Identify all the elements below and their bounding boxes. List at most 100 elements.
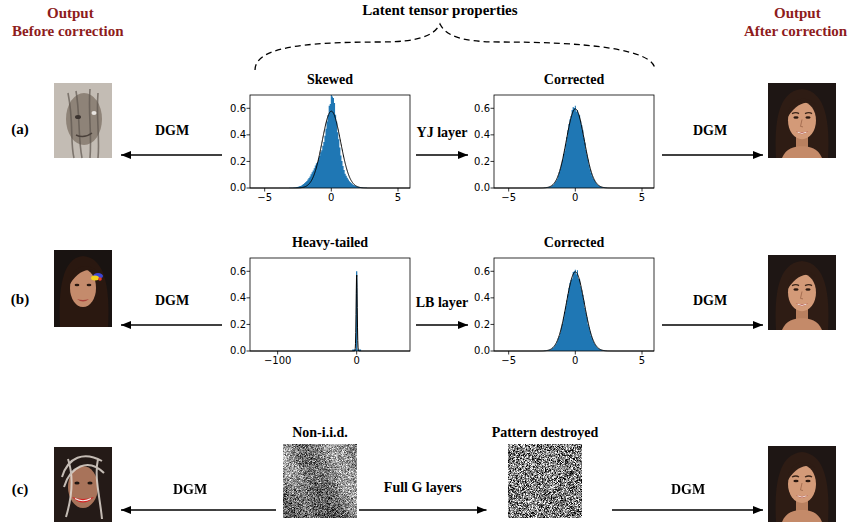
illustration-part bbox=[87, 482, 92, 485]
illustration-part bbox=[54, 83, 112, 158]
row-label: (a) bbox=[11, 121, 29, 138]
axis-tick-label: −5 bbox=[257, 192, 272, 204]
plot-panel: Pattern destroyed bbox=[489, 425, 602, 518]
plot-panel: Skewed bbox=[226, 72, 414, 207]
density-curve bbox=[494, 272, 654, 351]
axis-tick-label: −5 bbox=[501, 355, 516, 367]
histogram-bars bbox=[250, 271, 410, 351]
histogram-plot bbox=[250, 95, 410, 188]
panel-title: Non-i.i.d. bbox=[283, 425, 357, 441]
arrow-label: Full G layers bbox=[382, 480, 464, 496]
axis-tick-label: 0.2 bbox=[474, 156, 490, 168]
illustration-part bbox=[92, 111, 97, 115]
axes-frame bbox=[250, 258, 410, 351]
tick-mark bbox=[575, 188, 576, 192]
column-heading: Output After correction bbox=[744, 4, 850, 40]
dgm-arrow bbox=[121, 324, 222, 326]
tick-mark bbox=[491, 297, 495, 298]
axis-tick-label: 0.4 bbox=[230, 292, 246, 304]
histogram-bars bbox=[494, 106, 654, 188]
illustration-part bbox=[62, 456, 104, 519]
panel-title: Corrected bbox=[494, 235, 654, 251]
panel-title: Heavy-tailed bbox=[250, 235, 410, 251]
iid-noise-image bbox=[508, 444, 582, 518]
illustration-part bbox=[54, 447, 112, 522]
tick-mark bbox=[491, 351, 495, 352]
tick-mark bbox=[491, 134, 495, 135]
tick-mark bbox=[277, 351, 278, 355]
arrow-label: DGM bbox=[671, 482, 705, 498]
dgm-arrow bbox=[662, 154, 763, 156]
tick-mark bbox=[642, 188, 643, 192]
column-heading: Output Before correction bbox=[12, 4, 128, 40]
panel-title: Skewed bbox=[250, 72, 410, 88]
illustration-part bbox=[54, 250, 112, 327]
illustration-part bbox=[75, 115, 81, 119]
histogram-bars bbox=[250, 95, 410, 188]
dashed-brace bbox=[255, 24, 655, 70]
axis-tick-label: 0.6 bbox=[230, 103, 246, 115]
dgm-arrow bbox=[612, 509, 763, 511]
tick-mark bbox=[247, 324, 251, 325]
histogram-plot bbox=[494, 258, 654, 351]
tick-mark bbox=[491, 161, 495, 162]
axis-tick-label: 0.4 bbox=[474, 129, 490, 141]
axis-tick-label: 0 bbox=[572, 355, 578, 367]
tick-mark bbox=[247, 297, 251, 298]
face-corrected-output bbox=[768, 446, 836, 522]
tick-mark bbox=[398, 188, 399, 192]
axis-tick-label: 5 bbox=[639, 192, 645, 204]
axis-tick-label: 0.0 bbox=[230, 345, 246, 357]
tick-mark bbox=[331, 188, 332, 192]
density-curve bbox=[250, 275, 410, 351]
axis-tick-label: 0.2 bbox=[230, 156, 246, 168]
plot-panel: Corrected bbox=[470, 235, 658, 370]
axis-tick-label: 0 bbox=[328, 192, 334, 204]
illustration-part bbox=[98, 277, 102, 281]
dgm-arrow bbox=[662, 324, 763, 326]
plot-panel: Heavy-tailed bbox=[226, 235, 414, 370]
panel-title: Corrected bbox=[494, 72, 654, 88]
axis-tick-label: −100 bbox=[264, 355, 291, 367]
panel-title: Pattern destroyed bbox=[489, 425, 602, 441]
tick-mark bbox=[247, 108, 251, 109]
tick-mark bbox=[264, 188, 265, 192]
illustration-part bbox=[91, 276, 99, 281]
illustration-part bbox=[74, 482, 79, 485]
arrow-label: DGM bbox=[693, 293, 727, 309]
axis-tick-label: 0.2 bbox=[474, 319, 490, 331]
tick-mark bbox=[508, 188, 509, 192]
transform-arrow bbox=[416, 324, 468, 326]
arrow-label: YJ layer bbox=[415, 125, 470, 141]
axes-frame bbox=[494, 95, 654, 188]
arrow-label: DGM bbox=[693, 123, 727, 139]
dgm-arrow bbox=[121, 154, 222, 156]
figure-title: Latent tensor properties bbox=[362, 2, 517, 19]
row-label: (c) bbox=[12, 481, 29, 498]
tick-mark bbox=[575, 351, 576, 355]
axis-tick-label: 0 bbox=[354, 355, 360, 367]
face-non-iid-output bbox=[54, 447, 112, 522]
row-label: (b) bbox=[11, 291, 29, 308]
plot-panel: Corrected bbox=[470, 72, 658, 207]
density-curve bbox=[250, 111, 410, 188]
tick-mark bbox=[247, 134, 251, 135]
face-corrected-output bbox=[768, 83, 836, 158]
density-curve bbox=[494, 109, 654, 188]
tick-mark bbox=[356, 351, 357, 355]
transform-arrow bbox=[416, 154, 468, 156]
tick-mark bbox=[247, 271, 251, 272]
histogram-bars bbox=[494, 270, 654, 351]
axes-frame bbox=[494, 258, 654, 351]
illustration-part bbox=[77, 299, 89, 302]
arrow-label: LB layer bbox=[414, 295, 471, 311]
axis-tick-label: 0 bbox=[572, 192, 578, 204]
axis-tick-label: 5 bbox=[639, 355, 645, 367]
tick-mark bbox=[491, 188, 495, 189]
axis-tick-label: −5 bbox=[501, 192, 516, 204]
histogram-plot bbox=[250, 258, 410, 351]
tick-mark bbox=[247, 188, 251, 189]
illustration-part bbox=[68, 89, 99, 158]
